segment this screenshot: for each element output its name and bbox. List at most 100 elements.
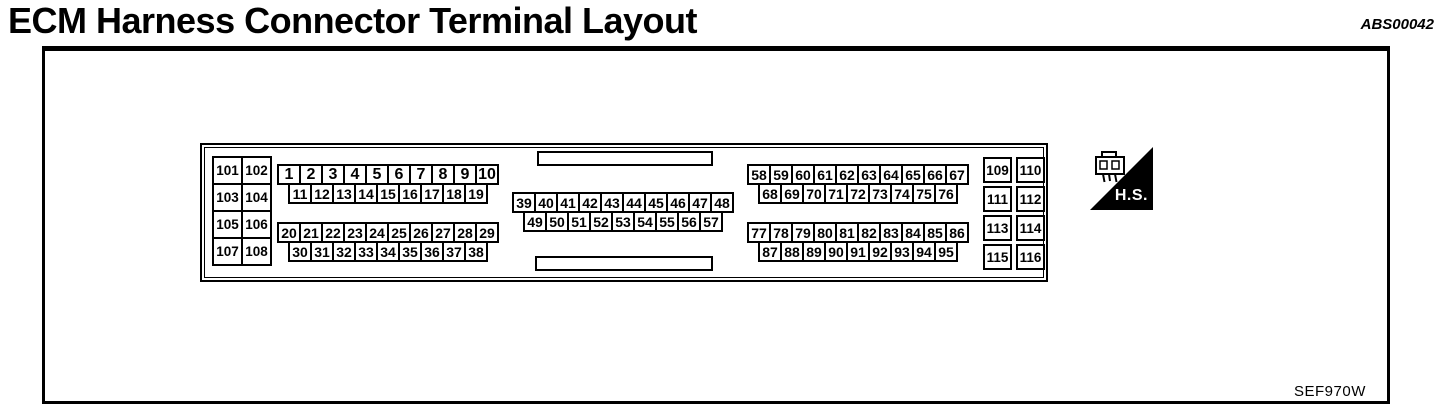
terminal-16: 16 — [398, 183, 422, 204]
terminal-109: 109 — [983, 157, 1012, 183]
terminal-113: 113 — [983, 215, 1012, 241]
terminal-107: 107 — [212, 237, 243, 266]
terminal-43: 43 — [600, 192, 624, 213]
terminal-66: 66 — [923, 164, 947, 185]
terminal-102: 102 — [241, 156, 272, 185]
terminal-106: 106 — [241, 210, 272, 239]
terminal-110: 110 — [1016, 157, 1045, 183]
terminal-78: 78 — [769, 222, 793, 243]
terminal-36: 36 — [420, 241, 444, 262]
terminal-92: 92 — [868, 241, 892, 262]
terminal-40: 40 — [534, 192, 558, 213]
terminal-35: 35 — [398, 241, 422, 262]
terminal-37: 37 — [442, 241, 466, 262]
terminal-69: 69 — [780, 183, 804, 204]
terminal-83: 83 — [879, 222, 903, 243]
terminal-95: 95 — [934, 241, 958, 262]
terminal-90: 90 — [824, 241, 848, 262]
terminal-10: 10 — [475, 164, 499, 185]
terminal-62: 62 — [835, 164, 859, 185]
hs-label: H.S. — [1114, 187, 1148, 204]
terminal-46: 46 — [666, 192, 690, 213]
terminal-115: 115 — [983, 244, 1012, 270]
terminal-44: 44 — [622, 192, 646, 213]
terminal-48: 48 — [710, 192, 734, 213]
terminal-57: 57 — [699, 211, 723, 232]
terminal-8: 8 — [431, 164, 455, 185]
figure-code: ABS00042 — [1360, 16, 1434, 33]
terminal-116: 116 — [1016, 244, 1045, 270]
terminal-104: 104 — [241, 183, 272, 212]
terminal-61: 61 — [813, 164, 837, 185]
terminal-11: 11 — [288, 183, 312, 204]
terminal-67: 67 — [945, 164, 969, 185]
terminal-14: 14 — [354, 183, 378, 204]
terminal-54: 54 — [633, 211, 657, 232]
terminal-25: 25 — [387, 222, 411, 243]
terminal-52: 52 — [589, 211, 613, 232]
terminal-28: 28 — [453, 222, 477, 243]
terminal-4: 4 — [343, 164, 367, 185]
connector-plug-icon — [1092, 149, 1130, 190]
terminal-80: 80 — [813, 222, 837, 243]
terminal-15: 15 — [376, 183, 400, 204]
terminal-21: 21 — [299, 222, 323, 243]
terminal-7: 7 — [409, 164, 433, 185]
terminal-63: 63 — [857, 164, 881, 185]
terminal-9: 9 — [453, 164, 477, 185]
terminal-2: 2 — [299, 164, 323, 185]
keying-slot-bottom — [535, 256, 713, 271]
terminal-1: 1 — [277, 164, 301, 185]
terminal-60: 60 — [791, 164, 815, 185]
terminal-108: 108 — [241, 237, 272, 266]
terminal-77: 77 — [747, 222, 771, 243]
terminal-55: 55 — [655, 211, 679, 232]
terminal-58: 58 — [747, 164, 771, 185]
terminal-111: 111 — [983, 186, 1012, 212]
terminal-51: 51 — [567, 211, 591, 232]
terminal-65: 65 — [901, 164, 925, 185]
terminal-27: 27 — [431, 222, 455, 243]
terminal-6: 6 — [387, 164, 411, 185]
terminal-93: 93 — [890, 241, 914, 262]
terminal-68: 68 — [758, 183, 782, 204]
terminal-50: 50 — [545, 211, 569, 232]
terminal-26: 26 — [409, 222, 433, 243]
terminal-30: 30 — [288, 241, 312, 262]
keying-slot-top — [537, 151, 713, 166]
terminal-114: 114 — [1016, 215, 1045, 241]
terminal-112: 112 — [1016, 186, 1045, 212]
harness-side-view-icon: H.S. — [1090, 147, 1153, 210]
terminal-73: 73 — [868, 183, 892, 204]
terminal-12: 12 — [310, 183, 334, 204]
terminal-72: 72 — [846, 183, 870, 204]
terminal-89: 89 — [802, 241, 826, 262]
terminal-5: 5 — [365, 164, 389, 185]
terminal-29: 29 — [475, 222, 499, 243]
terminal-42: 42 — [578, 192, 602, 213]
terminal-39: 39 — [512, 192, 536, 213]
terminal-81: 81 — [835, 222, 859, 243]
terminal-24: 24 — [365, 222, 389, 243]
terminal-18: 18 — [442, 183, 466, 204]
terminal-70: 70 — [802, 183, 826, 204]
terminal-87: 87 — [758, 241, 782, 262]
terminal-101: 101 — [212, 156, 243, 185]
terminal-64: 64 — [879, 164, 903, 185]
